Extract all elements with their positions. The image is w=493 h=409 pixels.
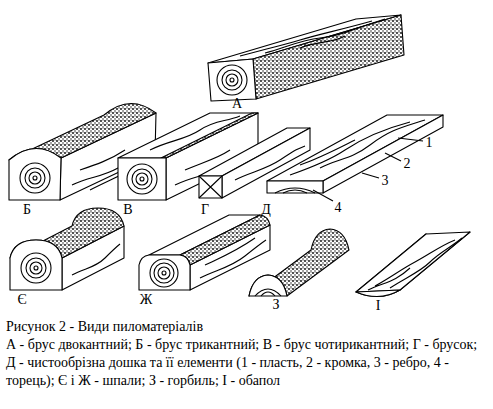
- part-letter: В: [123, 202, 132, 218]
- end-grain: [199, 176, 222, 198]
- bark-face: [253, 15, 404, 99]
- end-face: [9, 148, 61, 200]
- end-face: [118, 158, 166, 200]
- key-text: А - брус двокантний; Б - брус трикантний…: [6, 336, 487, 390]
- bark-face: [249, 229, 349, 296]
- figure-caption: Рисунок 2 - Види пиломатеріалів: [6, 318, 487, 336]
- sleeper: [10, 208, 124, 290]
- bark-face: [356, 232, 470, 297]
- end-face: [199, 176, 222, 198]
- callout-number: 2: [404, 156, 411, 172]
- end-face: [10, 240, 62, 290]
- wood-grain: [240, 19, 385, 56]
- end-grain: [255, 289, 281, 296]
- leader-line: [362, 173, 379, 178]
- callout-number: 4: [335, 200, 342, 216]
- sawn-face: [356, 232, 470, 292]
- end-face: [139, 255, 190, 290]
- end-face: [249, 275, 287, 296]
- growth-rings: [21, 253, 51, 283]
- growth-rings: [217, 65, 247, 95]
- part-letter: З: [272, 297, 279, 313]
- end-grain: [275, 188, 315, 193]
- sleeper: [139, 215, 270, 290]
- leader-line: [385, 153, 401, 161]
- callout-number: 1: [426, 135, 433, 151]
- part-letter: Д: [261, 202, 271, 218]
- wood-grain: [368, 238, 462, 290]
- growth-rings: [127, 164, 157, 194]
- wood-grain: [290, 120, 425, 175]
- growth-rings: [20, 163, 50, 193]
- part-letter: А: [232, 96, 242, 112]
- wood-grain: [72, 244, 120, 275]
- leader-line: [313, 190, 333, 201]
- part-letter: І: [376, 298, 381, 314]
- part-letter: Є: [17, 292, 26, 308]
- callout-number: 3: [382, 173, 389, 189]
- leader-line: [398, 138, 423, 141]
- end-face: [208, 59, 256, 101]
- board-edge: [323, 115, 443, 193]
- growth-rings: [150, 259, 178, 287]
- two-edged-beam: [208, 15, 404, 101]
- wood-grain: [200, 238, 266, 278]
- part-letter: Б: [23, 202, 31, 218]
- slab: [249, 229, 349, 296]
- part-letter: Ж: [140, 292, 153, 308]
- end-face: [356, 290, 400, 297]
- part-letter: Г: [201, 202, 209, 218]
- edged-board: [267, 115, 443, 201]
- wane-strip: [180, 215, 270, 265]
- obapol: [356, 232, 470, 297]
